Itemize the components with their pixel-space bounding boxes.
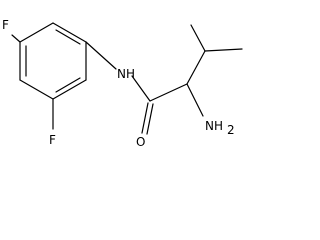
amine-label: NH 2: [205, 119, 235, 137]
fluorine-bottom-label: F: [49, 133, 56, 147]
bond-alpha-to-amine: [186, 83, 204, 117]
bond-ring-to-fluorine-top: [11, 34, 21, 43]
ring-bond-4: [19, 79, 54, 100]
benzene-ring: [19, 22, 87, 100]
bond-ring-to-amide-nitrogen: [85, 41, 117, 70]
ring-inner-bond-2: [55, 77, 81, 93]
chemical-structure: F F NH O NH 2: [2, 18, 243, 149]
amine-label-subscript: 2: [227, 123, 235, 137]
ring-bond-6: [19, 22, 54, 43]
carbonyl-oxygen-label: O: [136, 135, 145, 149]
bond-isopropyl-to-methyl-right: [204, 48, 243, 52]
amide-nitrogen-label: NH: [117, 67, 135, 81]
bond-carbonyl-to-alpha-carbon: [149, 83, 188, 102]
bond-isopropyl-to-methyl-left: [190, 24, 206, 52]
fluorine-top-label: F: [2, 18, 9, 32]
bond-alpha-to-isopropyl: [186, 50, 206, 85]
ring-bond-3: [52, 79, 87, 100]
carbonyl-double-bond-1: [141, 102, 149, 134]
carbonyl-double-bond-2: [146, 103, 154, 135]
amine-label-main: NH: [205, 119, 223, 133]
ring-inner-bond-1: [55, 29, 81, 45]
bond-nitrogen-to-carbonyl: [131, 75, 151, 102]
ring-bond-1: [52, 22, 87, 43]
